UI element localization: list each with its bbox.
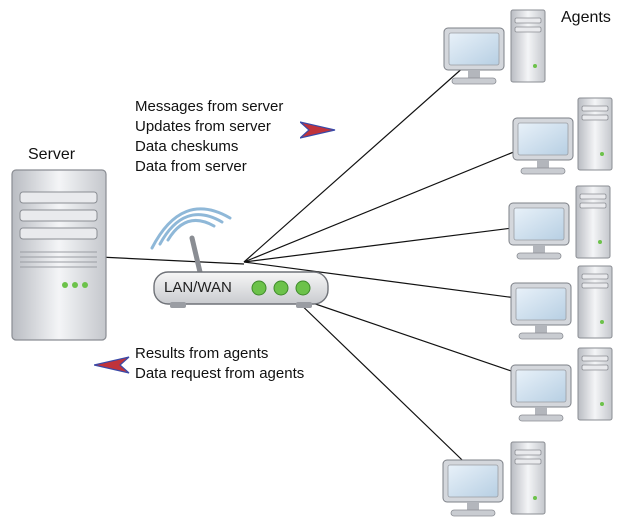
agent-computer-icon — [510, 265, 613, 340]
link-agent-2 — [243, 137, 549, 263]
upstream-message-list: Results from agents Data request from ag… — [135, 344, 304, 384]
message-item: Updates from server — [135, 118, 271, 135]
agent-computer-icon — [512, 97, 613, 175]
server-icon — [11, 169, 107, 341]
agent-computer-icon — [443, 9, 546, 85]
agents-group — [442, 9, 613, 517]
link-agent-3 — [243, 222, 553, 263]
arrow-right-icon — [300, 121, 336, 139]
agent-computer-icon — [442, 441, 546, 517]
arrow-left-icon — [94, 356, 130, 374]
agent-computer-icon — [508, 185, 611, 260]
server-label: Server — [28, 146, 76, 163]
connection-lines — [57, 57, 556, 484]
message-item: Data from server — [135, 158, 247, 175]
router-icon — [150, 207, 329, 308]
message-item: Messages from server — [135, 98, 284, 115]
message-item: Data request from agents — [135, 365, 305, 382]
agent-computer-icon — [510, 347, 613, 422]
agents-label: Agents — [561, 9, 611, 26]
wifi-signal-icon — [150, 207, 232, 250]
message-item: Results from agents — [135, 345, 269, 362]
downstream-message-list: Messages from server Updates from server… — [135, 97, 283, 177]
link-agent-4 — [243, 261, 555, 304]
message-item: Data cheskums — [135, 138, 239, 155]
router-label: LAN/WAN — [164, 279, 232, 296]
link-agent-6 — [291, 295, 487, 484]
link-agent-1 — [243, 57, 475, 263]
